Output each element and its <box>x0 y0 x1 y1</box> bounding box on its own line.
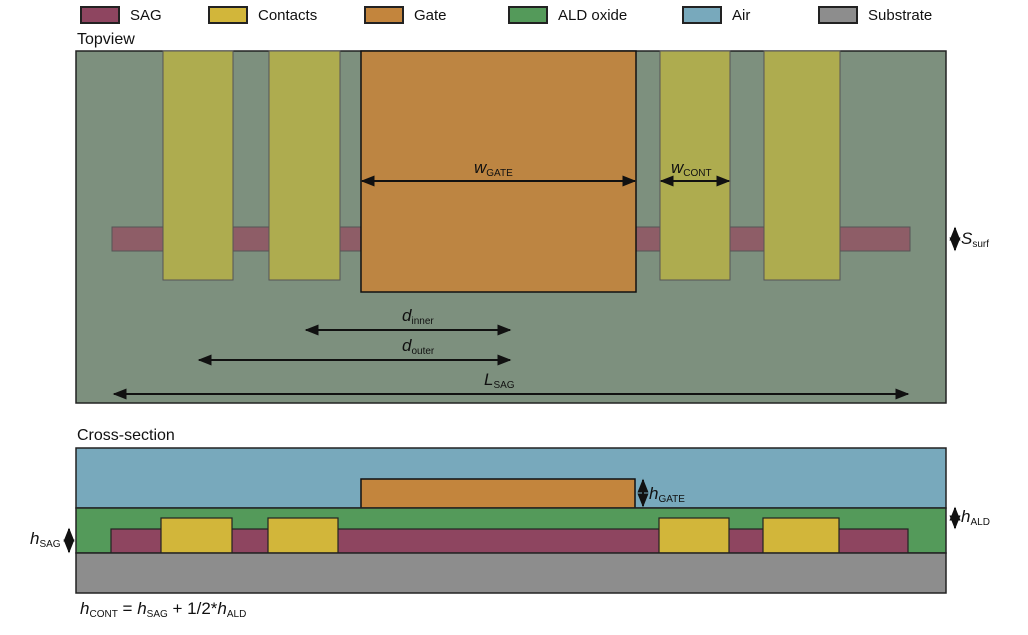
h-sag-label: hSAG <box>30 529 61 550</box>
cross-contact-3 <box>658 517 730 554</box>
legend-ald-oxide: ALD oxide <box>508 3 627 27</box>
l-sag-label: LSAG <box>484 370 515 391</box>
topview-contact-4 <box>763 50 841 281</box>
topview-title: Topview <box>77 31 135 48</box>
legend-sag: SAG <box>80 3 162 27</box>
legend-swatch-air <box>682 6 722 24</box>
cross-contact-2 <box>267 517 339 554</box>
cross-substrate <box>75 552 947 594</box>
d-inner-label: dinner <box>402 306 434 327</box>
cross-gate <box>360 478 636 509</box>
w-cont-label: wCONT <box>671 158 712 179</box>
legend-label-air: Air <box>732 6 751 24</box>
topview-contact-2 <box>268 50 341 281</box>
legend-swatch-gate <box>364 6 404 24</box>
cross-contact-1 <box>160 517 233 554</box>
w-gate-label: wGATE <box>474 158 513 179</box>
legend-swatch-contacts <box>208 6 248 24</box>
legend-label-gate: Gate <box>414 6 447 24</box>
legend-swatch-substrate <box>818 6 858 24</box>
legend-contacts: Contacts <box>208 3 317 27</box>
cross-section-title: Cross-section <box>77 427 175 444</box>
h-cont-formula: hCONT = hSAG + 1/2*hALD <box>80 599 247 620</box>
cross-contact-4 <box>762 517 840 554</box>
legend-label-ald-oxide: ALD oxide <box>558 6 628 24</box>
legend-label-substrate: Substrate <box>868 6 933 24</box>
topview-contact-3 <box>659 50 731 281</box>
legend-substrate: Substrate <box>818 3 932 27</box>
legend-label-sag: SAG <box>130 6 162 24</box>
s-surf-label: Ssurf <box>961 229 990 250</box>
h-ald-label: hALD <box>961 507 990 528</box>
legend-air: Air <box>682 3 750 27</box>
topview-gate <box>360 50 637 293</box>
legend-label-contacts: Contacts <box>258 6 318 24</box>
topview-contact-1 <box>162 50 234 281</box>
d-outer-label: douter <box>402 336 435 357</box>
h-gate-label: hGATE <box>649 484 685 505</box>
legend-swatch-ald-oxide <box>508 6 548 24</box>
legend-swatch-sag <box>80 6 120 24</box>
legend-gate: Gate <box>364 3 447 27</box>
